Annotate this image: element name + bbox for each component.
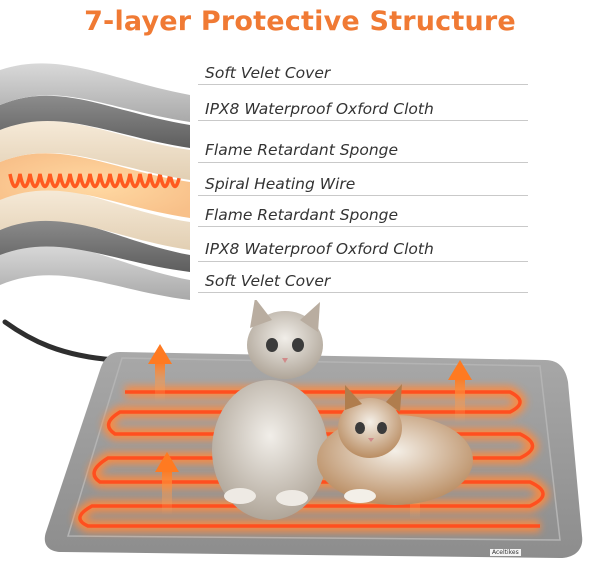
leader-line [198,261,528,262]
layer-label-3: Flame Retardant Sponge [205,141,399,159]
layer-bottom-velvet [0,244,190,300]
layer-label-7: Soft Velet Cover [205,272,331,290]
heat-arrow-icon [148,344,172,402]
page-title: 7-layer Protective Structure [84,6,516,37]
layer-label-6: IPX8 Waterproof Oxford Cloth [205,240,434,258]
brand-tag: Aceltikes [490,549,521,556]
leader-line [198,120,528,121]
power-cord [2,319,118,363]
layer-bottom-oxford [0,219,190,272]
layer-label-2: IPX8 Waterproof Oxford Cloth [205,100,434,118]
kitten-gray [212,300,328,520]
heating-wire [8,173,182,189]
heat-arrow-icon [448,360,472,423]
leader-line [198,226,528,227]
layer-bottom-sponge [0,189,190,250]
leader-line [198,84,528,85]
layer-label-1: Soft Velet Cover [205,64,331,82]
heat-arrow-icon [155,452,179,515]
layer-stack-illustration [0,63,190,300]
leader-line [198,162,528,163]
kitten-ginger [317,384,473,505]
layer-label-4: Spiral Heating Wire [205,175,356,193]
heated-mat-illustration [2,300,583,558]
layer-top-velvet [0,63,190,122]
layer-top-sponge [0,120,190,180]
leader-line [198,195,528,196]
leader-line [198,292,528,293]
layer-label-5: Flame Retardant Sponge [205,206,399,224]
layer-top-oxford [0,95,190,148]
